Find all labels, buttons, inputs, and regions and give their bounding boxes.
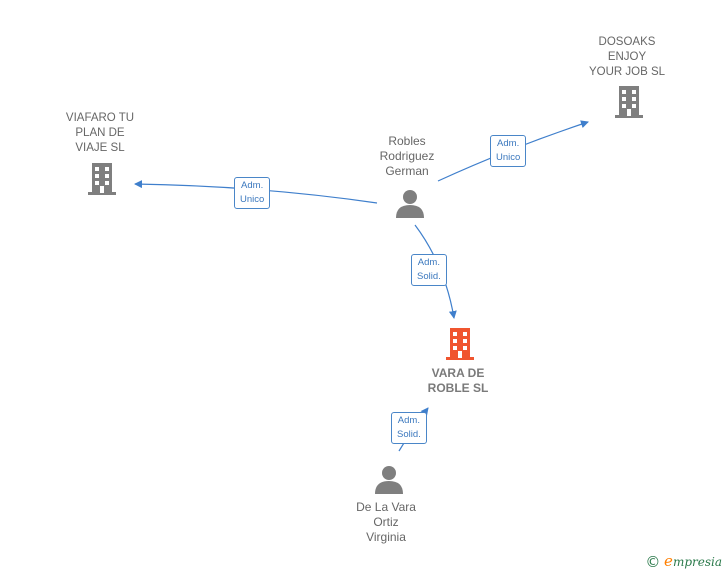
building-icon	[88, 163, 116, 195]
edge-label-robles-viafaro: Adm. Unico	[234, 177, 271, 209]
node-label-delavara[interactable]: De La Vara Ortiz Virginia	[356, 500, 416, 544]
brand-name: mpresia	[672, 555, 722, 569]
person-icon	[396, 190, 424, 218]
node-label-dosoaks[interactable]: DOSOAKS ENJOY YOUR JOB SL	[588, 36, 666, 78]
copyright-icon: ©	[645, 553, 661, 571]
brand-footer: © empresia	[645, 552, 722, 571]
node-label-vara[interactable]: VARA DE ROBLE SL	[427, 366, 489, 395]
edge-label-robles-vara: Adm. Solid.	[411, 254, 447, 286]
node-label-viafaro[interactable]: VIAFARO TU PLAN DE VIAJE SL	[65, 112, 135, 154]
brand-initial: e	[664, 552, 673, 570]
building-icon	[615, 86, 643, 118]
person-icon	[375, 466, 403, 494]
edge-label-delavara-vara: Adm. Solid.	[391, 412, 427, 444]
edge-label-robles-dosoaks: Adm. Unico	[490, 135, 527, 167]
node-label-robles[interactable]: Robles Rodriguez German	[379, 134, 435, 178]
building-icon-highlighted	[446, 328, 474, 360]
